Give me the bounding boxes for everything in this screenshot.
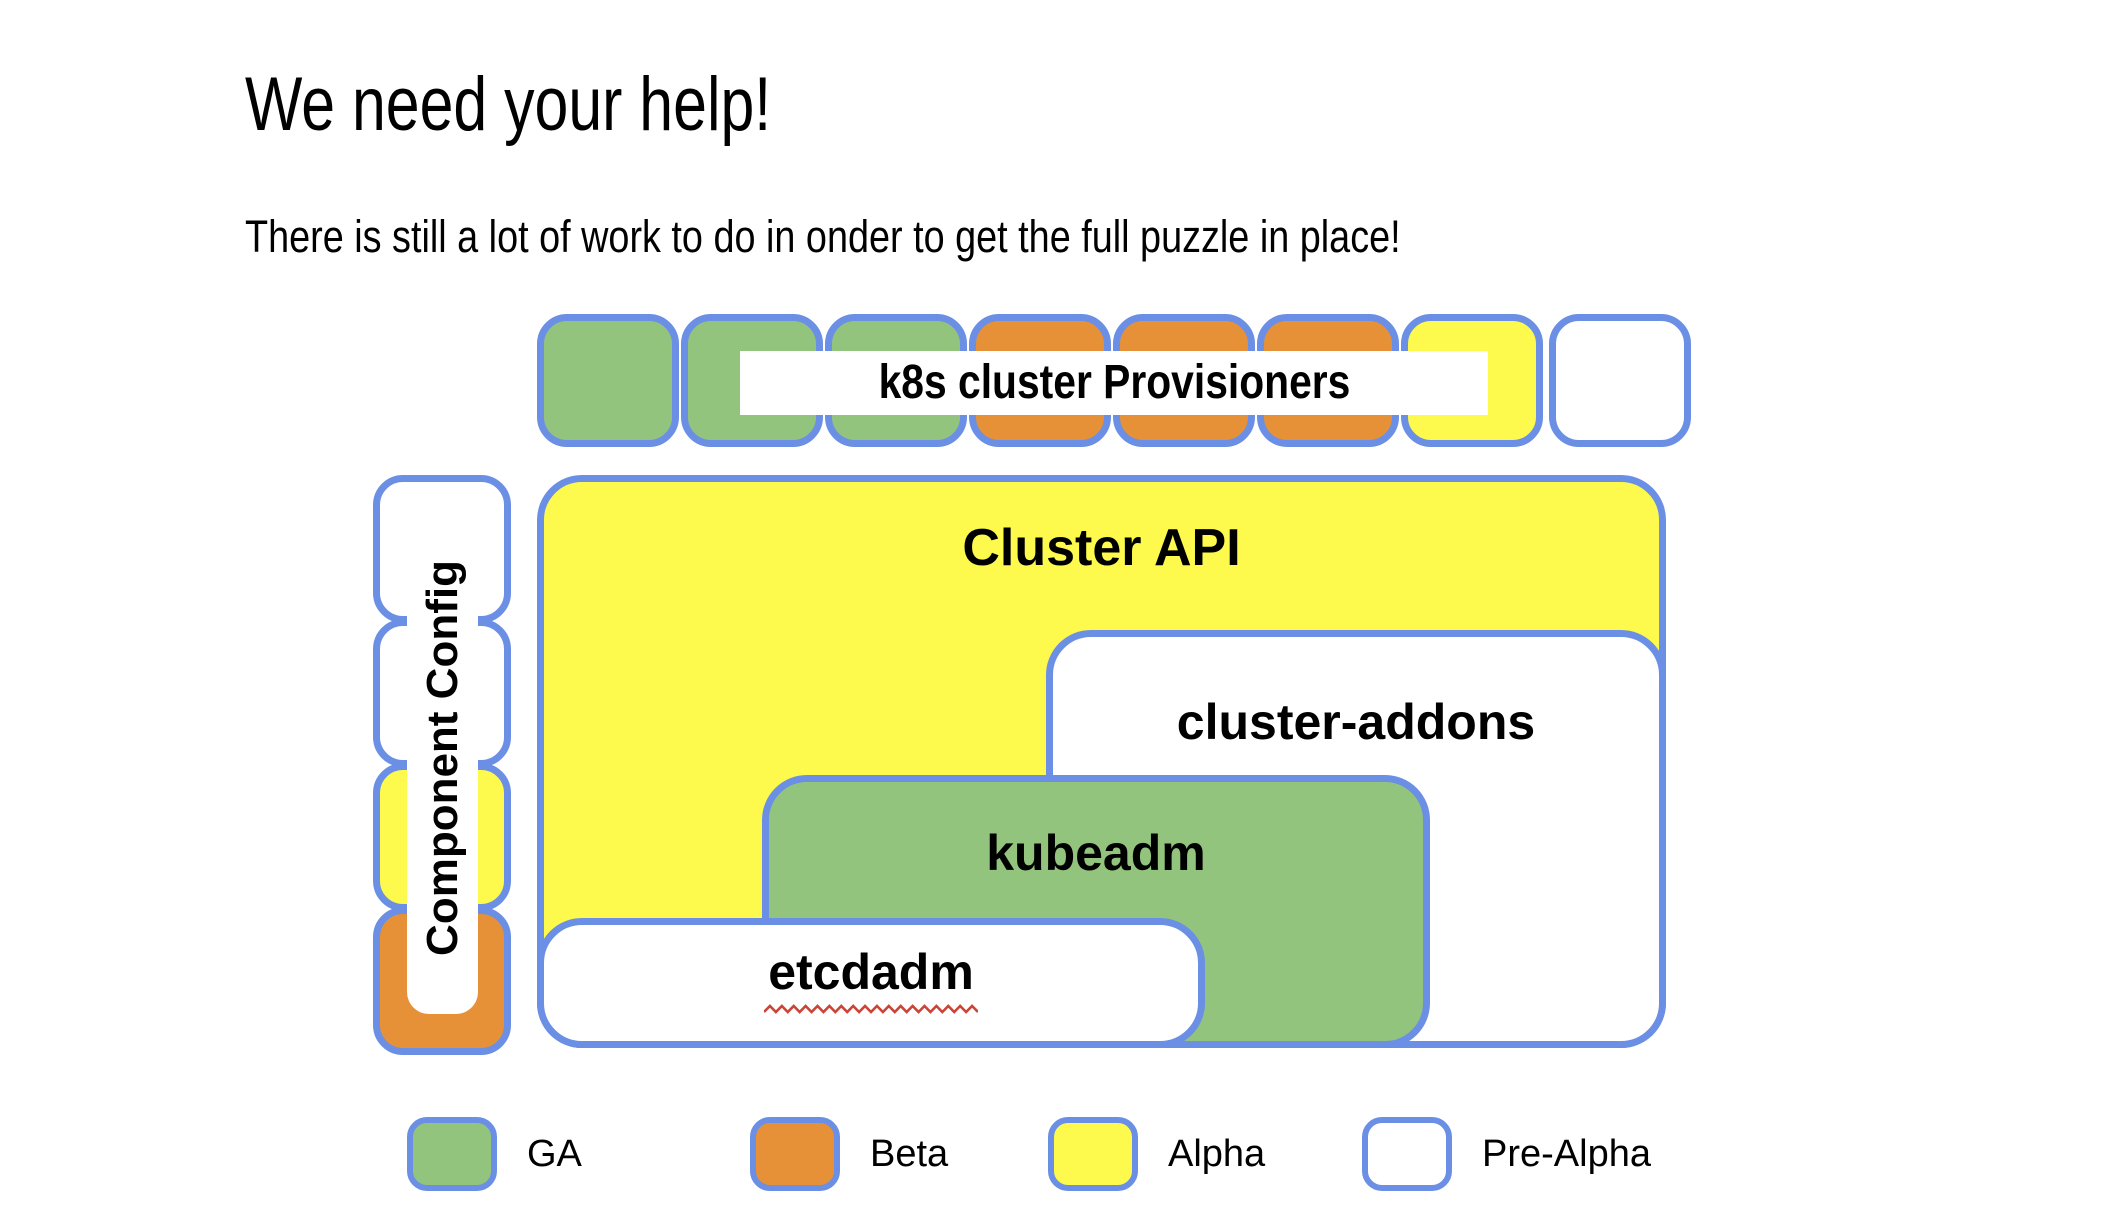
legend-label-pre-alpha: Pre-Alpha <box>1482 1132 1651 1175</box>
legend-label-alpha: Alpha <box>1168 1132 1266 1175</box>
slide-title-text: We need your help! <box>245 61 772 147</box>
alpha-swatch-icon <box>1048 1117 1138 1191</box>
slide-title: We need your help! <box>245 61 903 148</box>
component-config-label: Component Config <box>407 502 478 1014</box>
etcdadm-label: etcdadm <box>768 944 974 1000</box>
pre-alpha-swatch-icon <box>1362 1117 1452 1191</box>
puzzle-piece-provisioner-8 <box>1549 314 1691 447</box>
legend-item-pre-alpha: Pre-Alpha <box>1362 1117 1651 1191</box>
legend-label-ga: GA <box>527 1132 582 1175</box>
legend-item-alpha: Alpha <box>1048 1117 1265 1191</box>
beta-swatch-icon <box>750 1117 840 1191</box>
slide-subtitle-text: There is still a lot of work to do in on… <box>245 211 1401 262</box>
puzzle-piece-provisioner-1 <box>537 314 679 447</box>
cluster-addons-label: cluster-addons <box>1176 694 1536 750</box>
component-config-label-text: Component Config <box>417 560 467 956</box>
provisioners-label-text: k8s cluster Provisioners <box>878 356 1350 409</box>
etcdadm-box: etcdadm <box>537 918 1205 1048</box>
cluster-api-label: Cluster API <box>962 519 1241 577</box>
legend-item-beta: Beta <box>750 1117 948 1191</box>
spellcheck-squiggle-icon <box>764 1004 978 1014</box>
ga-swatch-icon <box>407 1117 497 1191</box>
provisioners-label: k8s cluster Provisioners <box>740 351 1488 415</box>
legend-label-beta: Beta <box>870 1132 949 1175</box>
kubeadm-label: kubeadm <box>986 825 1206 881</box>
legend-item-ga: GA <box>407 1117 582 1191</box>
slide-subtitle: There is still a lot of work to do in on… <box>245 211 1621 263</box>
